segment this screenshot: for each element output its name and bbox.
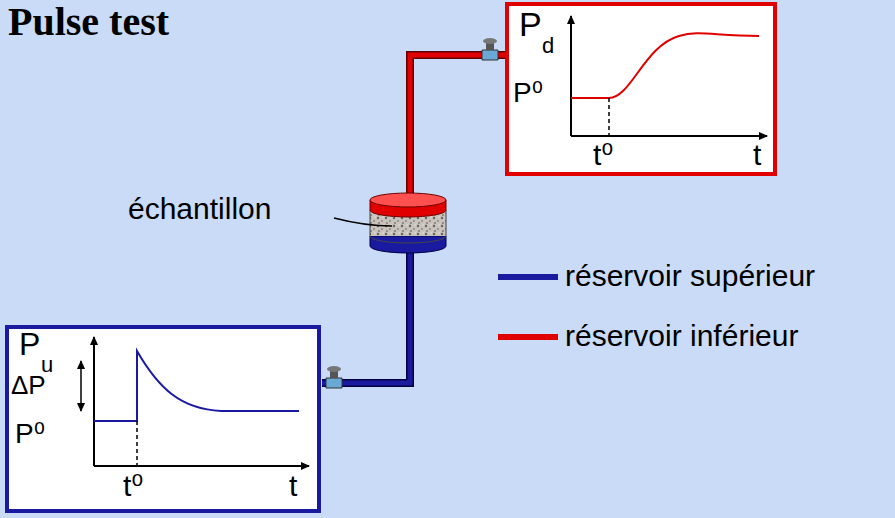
plot-curve bbox=[509, 6, 773, 172]
part-label: échantillon bbox=[128, 192, 271, 225]
axis-label: P bbox=[519, 6, 542, 43]
axis-label: P bbox=[19, 327, 40, 362]
upstream-pressure-plot: PuΔPP⁰t⁰t bbox=[5, 325, 321, 513]
start-time: t⁰ bbox=[123, 469, 143, 502]
axis-subscript: d bbox=[542, 34, 554, 58]
pressure-step: ΔP bbox=[11, 371, 46, 400]
sample-cylinder bbox=[370, 193, 446, 253]
plot-curve bbox=[9, 329, 317, 509]
upstream-tube bbox=[322, 246, 410, 388]
time-axis-label: t bbox=[753, 138, 761, 171]
initial-pressure: P⁰ bbox=[15, 419, 45, 450]
downstream-pressure-plot: PdP⁰ t⁰ t bbox=[505, 2, 777, 176]
time-axis-label: t bbox=[289, 469, 297, 502]
legend-line-red bbox=[498, 334, 558, 340]
legend-text: réservoir inférieur bbox=[565, 319, 798, 352]
start-time: t⁰ bbox=[593, 138, 613, 171]
leader-line bbox=[334, 218, 392, 226]
initial-pressure: P⁰ bbox=[513, 78, 543, 109]
downstream-tube bbox=[410, 38, 512, 200]
slide-title: Pulse test bbox=[8, 0, 169, 44]
legend-text: réservoir supérieur bbox=[565, 259, 815, 292]
legend-line-blue bbox=[498, 274, 558, 280]
